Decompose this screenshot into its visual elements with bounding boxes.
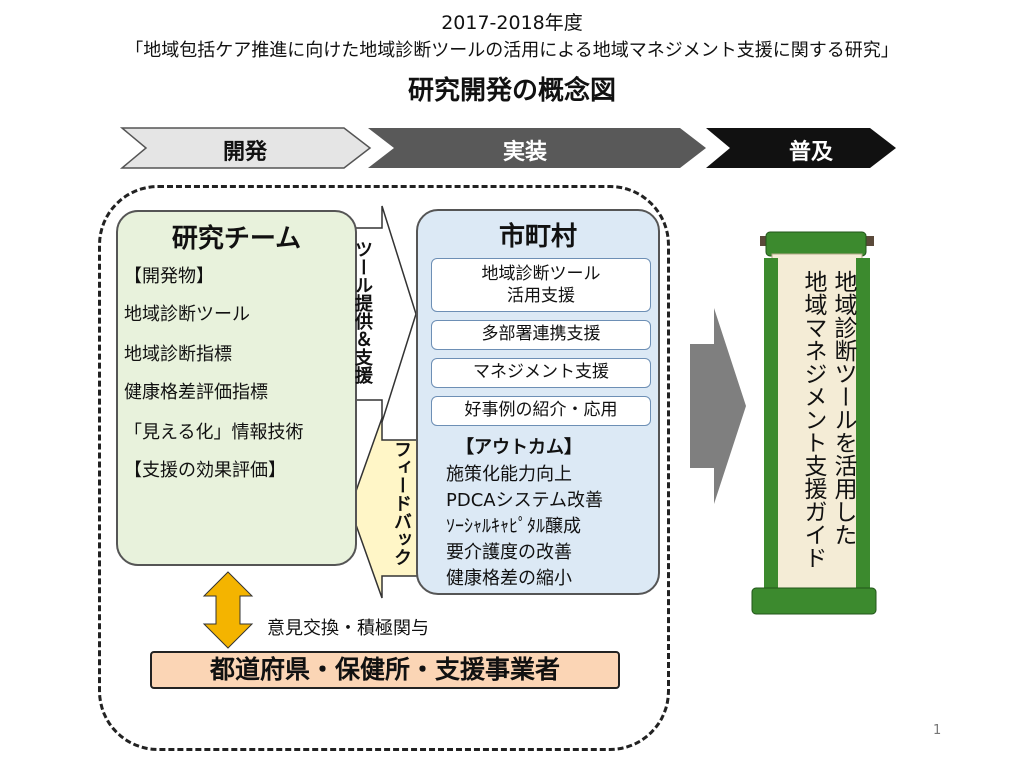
tool-support-line2: ＆支援 [352,330,373,384]
project-title: 「地域包括ケア推進に向けた地域診断ツールの活用による地域マネジメント支援に関する… [125,40,899,61]
tool-support-label: ツール提供＆支援 [352,240,373,390]
double-arrow [202,571,254,649]
page-title: 研究開発の概念図 [407,76,616,106]
team-item: 地域診断指標 [124,344,232,365]
phase-spread-chevron [706,128,896,168]
service-tool-support: 地域診断ツール 活用支援 [431,258,651,312]
phase-dev-label: 開発 [222,140,267,165]
feedback-label: フィードバック [391,440,412,566]
service-line: 地域診断ツール [481,264,601,284]
page-number: 1 [933,723,942,738]
phase-dev-chevron [119,127,372,169]
big-right-arrow [690,308,746,504]
year-label: 2017-2018年度 [441,12,583,34]
scroll-illustration [751,231,877,615]
research-team-box [116,210,357,566]
outcome-title: 【アウトカム】 [456,437,582,458]
exchange-label: 意見交換・積極関与 [267,618,429,639]
scroll-line1: 地域診断ツールを活用した [830,270,856,546]
team-item: 「見える化」情報技術 [124,422,304,443]
feedback-arrow [349,417,419,599]
prefecture-box: 都道府県・保健所・支援事業者 [150,651,620,689]
outcome-item: PDCAシステム改善 [446,490,604,511]
service-line: 活用支援 [507,286,575,306]
service-multi-department: 多部署連携支援 [431,320,651,350]
service-good-practice: 好事例の紹介・応用 [431,396,651,426]
outcome-item: 要介護度の改善 [446,542,572,563]
outcome-item: 施策化能力向上 [446,464,572,485]
scroll-line2: 地域マネジメント支援ガイド [800,270,826,569]
outcome-item: ｿｰｼｬﾙｷｬﾋﾟﾀﾙ醸成 [446,516,581,537]
team-item: 地域診断ツール [124,304,250,325]
outcome-item: 健康格差の縮小 [446,568,572,589]
phase-spread-label: 普及 [788,140,833,165]
tool-support-line1: ツール提供 [352,240,373,330]
municipality-title: 市町村 [498,222,577,252]
project-scope-frame [98,185,670,751]
service-management: マネジメント支援 [431,358,651,388]
phase-impl-chevron [368,128,706,168]
research-team-title: 研究チーム [171,224,302,254]
phase-impl-label: 実装 [502,140,547,165]
team-item: 【支援の効果評価】 [124,460,286,481]
scroll-text: 地域診断ツールを活用した地域マネジメント支援ガイド [778,270,858,586]
team-item: 健康格差評価指標 [124,382,268,403]
team-item: 【開発物】 [124,266,214,287]
